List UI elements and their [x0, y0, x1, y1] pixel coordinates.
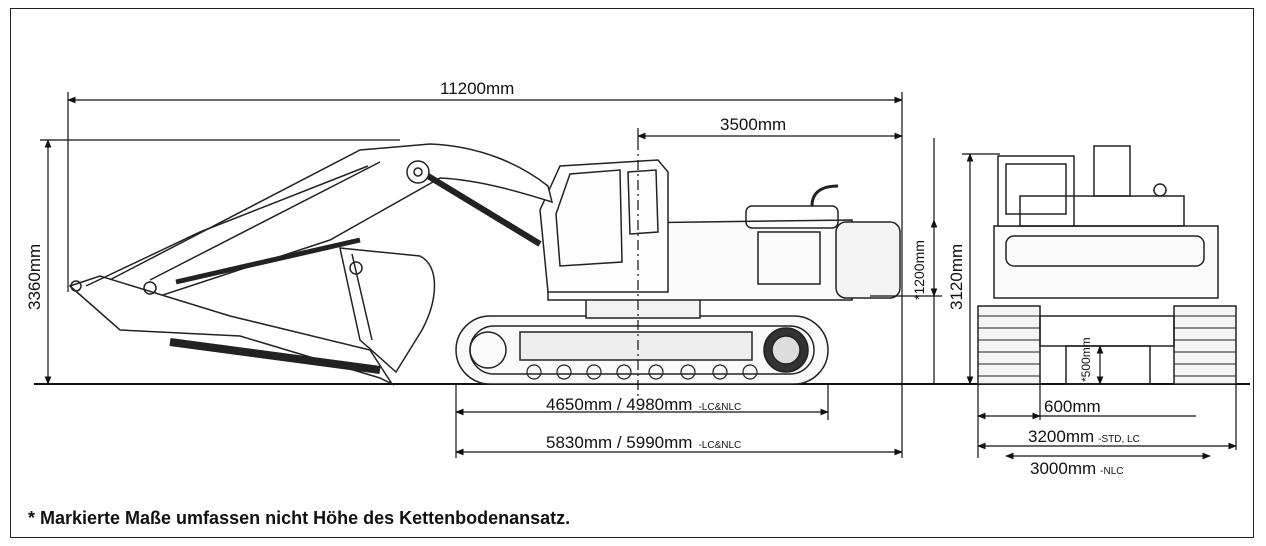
- label-ground-clearance: *500mm: [1079, 337, 1093, 382]
- dimension-lines: [40, 92, 1237, 460]
- label-track-width-nlc: 3000mm-NLC: [1030, 459, 1123, 478]
- side-view-excavator: [68, 143, 901, 386]
- label-boom-height: 3360mm: [25, 244, 44, 310]
- label-cab-height: 3120mm: [947, 244, 966, 310]
- front-view-excavator: [977, 145, 1237, 385]
- label-undercarriage-length: 5830mm / 5990mm-LC&NLC: [546, 433, 741, 452]
- label-shoe-width: 600mm: [1044, 397, 1101, 416]
- front-track-left: [977, 305, 1041, 385]
- label-track-length: 4650mm / 4980mm-LC&NLC: [546, 395, 741, 414]
- footnote: * Markierte Maße umfassen nicht Höhe des…: [28, 508, 571, 528]
- label-counterweight-clearance: *1200mm: [911, 240, 927, 300]
- label-overall-length: 11200mm: [440, 79, 514, 98]
- label-track-width-std: 3200mm-STD, LC: [1028, 427, 1140, 446]
- front-track-right: [1173, 305, 1237, 385]
- label-tail-length: 3500mm: [720, 115, 786, 134]
